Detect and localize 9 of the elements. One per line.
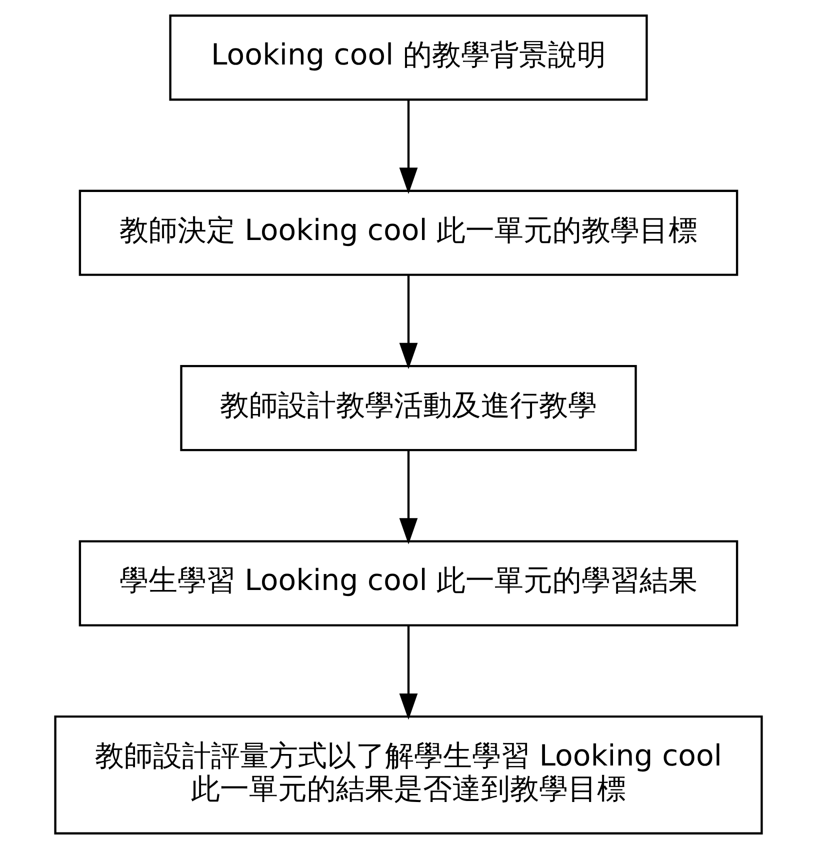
node-box: 學生學習 Looking cool 此一單元的學習結果 (78, 540, 738, 626)
node-box: 教師設計教學活動及進行教學 (180, 365, 637, 452)
arrow (399, 450, 418, 544)
node-box: 教師決定 Looking cool 此一單元的教學目標 (78, 190, 738, 276)
arrow (399, 100, 418, 194)
arrow (399, 625, 418, 720)
node-box: 教師設計評量方式以了解學生學習 Looking cool 此一單元的結果是否達到教學目標 (54, 715, 763, 834)
node-box: Looking cool 的教學背景說明 (169, 14, 648, 101)
arrow (399, 275, 418, 370)
